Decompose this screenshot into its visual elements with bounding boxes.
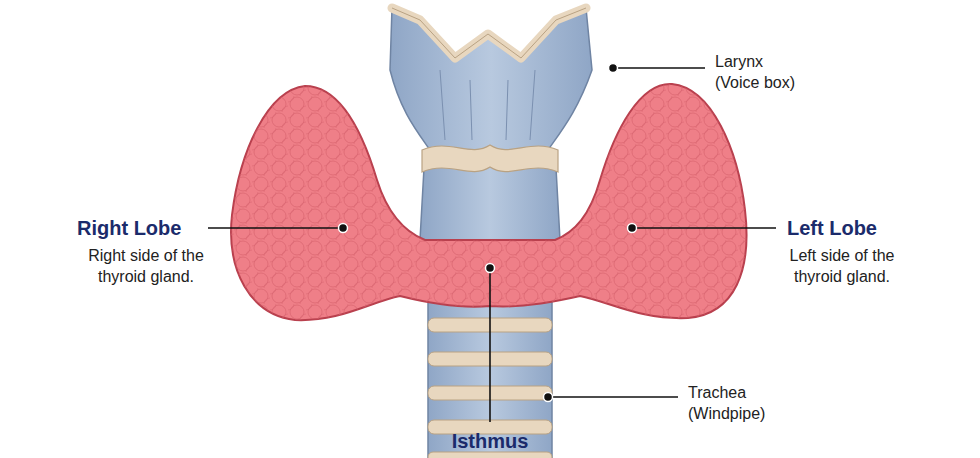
part-label: Larynx (Voice box) <box>715 52 807 94</box>
part-label: Trachea (Windpipe) <box>688 383 780 425</box>
larynx-drawing <box>390 8 592 240</box>
thyroid-gland-drawing <box>231 84 746 320</box>
part-heading: Left Lobe <box>787 215 877 241</box>
part-description: Left side of the thyroid gland. <box>768 246 916 288</box>
leader-dots <box>339 64 637 402</box>
part-heading: Isthmus <box>430 428 550 454</box>
part-heading: Right Lobe <box>77 215 181 241</box>
part-description: Right side of the thyroid gland. <box>72 246 220 288</box>
leader-lines <box>208 68 776 422</box>
